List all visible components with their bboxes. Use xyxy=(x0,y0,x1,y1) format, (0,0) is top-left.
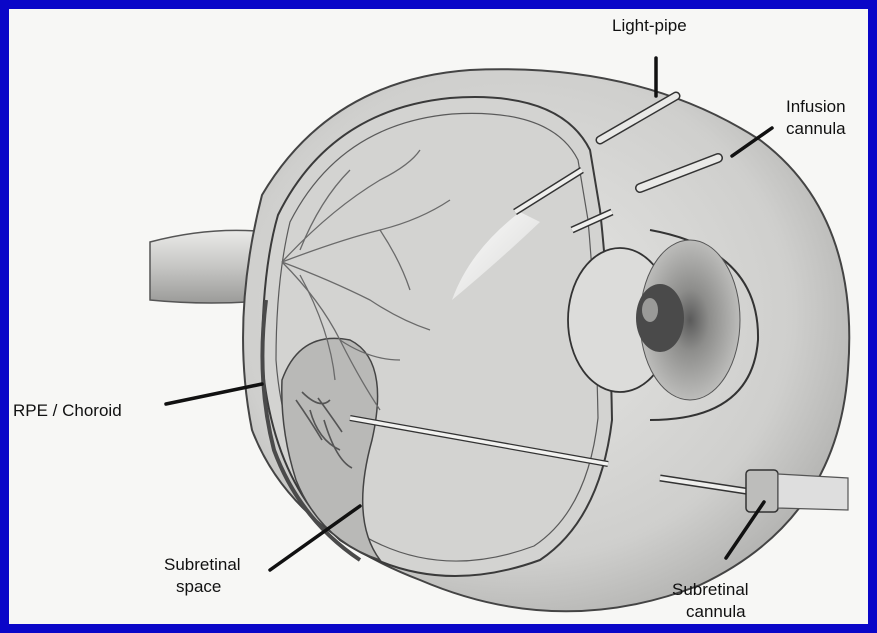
label-rpe-choroid: RPE / Choroid xyxy=(13,400,122,422)
illustration-panel: Light-pipe Infusion cannula RPE / Choroi… xyxy=(9,9,868,624)
label-subretinal-cannula: Subretinal cannula xyxy=(672,579,749,623)
label-light-pipe: Light-pipe xyxy=(612,15,687,37)
pupil xyxy=(636,284,684,352)
label-infusion-cannula: Infusion cannula xyxy=(786,96,846,140)
pupil-highlight xyxy=(642,298,658,322)
eye-cross-section-diagram xyxy=(9,9,868,624)
label-subretinal-space: Subretinal space xyxy=(164,554,241,598)
